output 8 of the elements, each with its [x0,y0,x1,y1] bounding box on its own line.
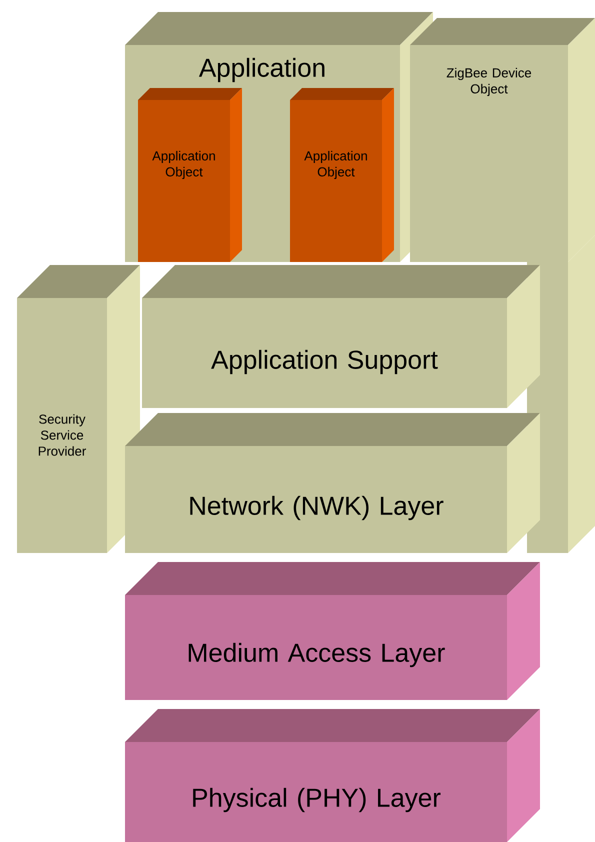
node-label: Application [198,58,324,82]
layer-block: Security Service Provider [17,265,140,553]
layer-block: Medium Access Layer [125,562,540,700]
layer-block: Physical (PHY) Layer [125,709,540,842]
object-block: Application Object [290,88,394,262]
layer-block: Network (NWK) Layer [125,413,540,553]
layer-block: Application Support [142,265,540,408]
object-block: Application Object [138,88,242,262]
